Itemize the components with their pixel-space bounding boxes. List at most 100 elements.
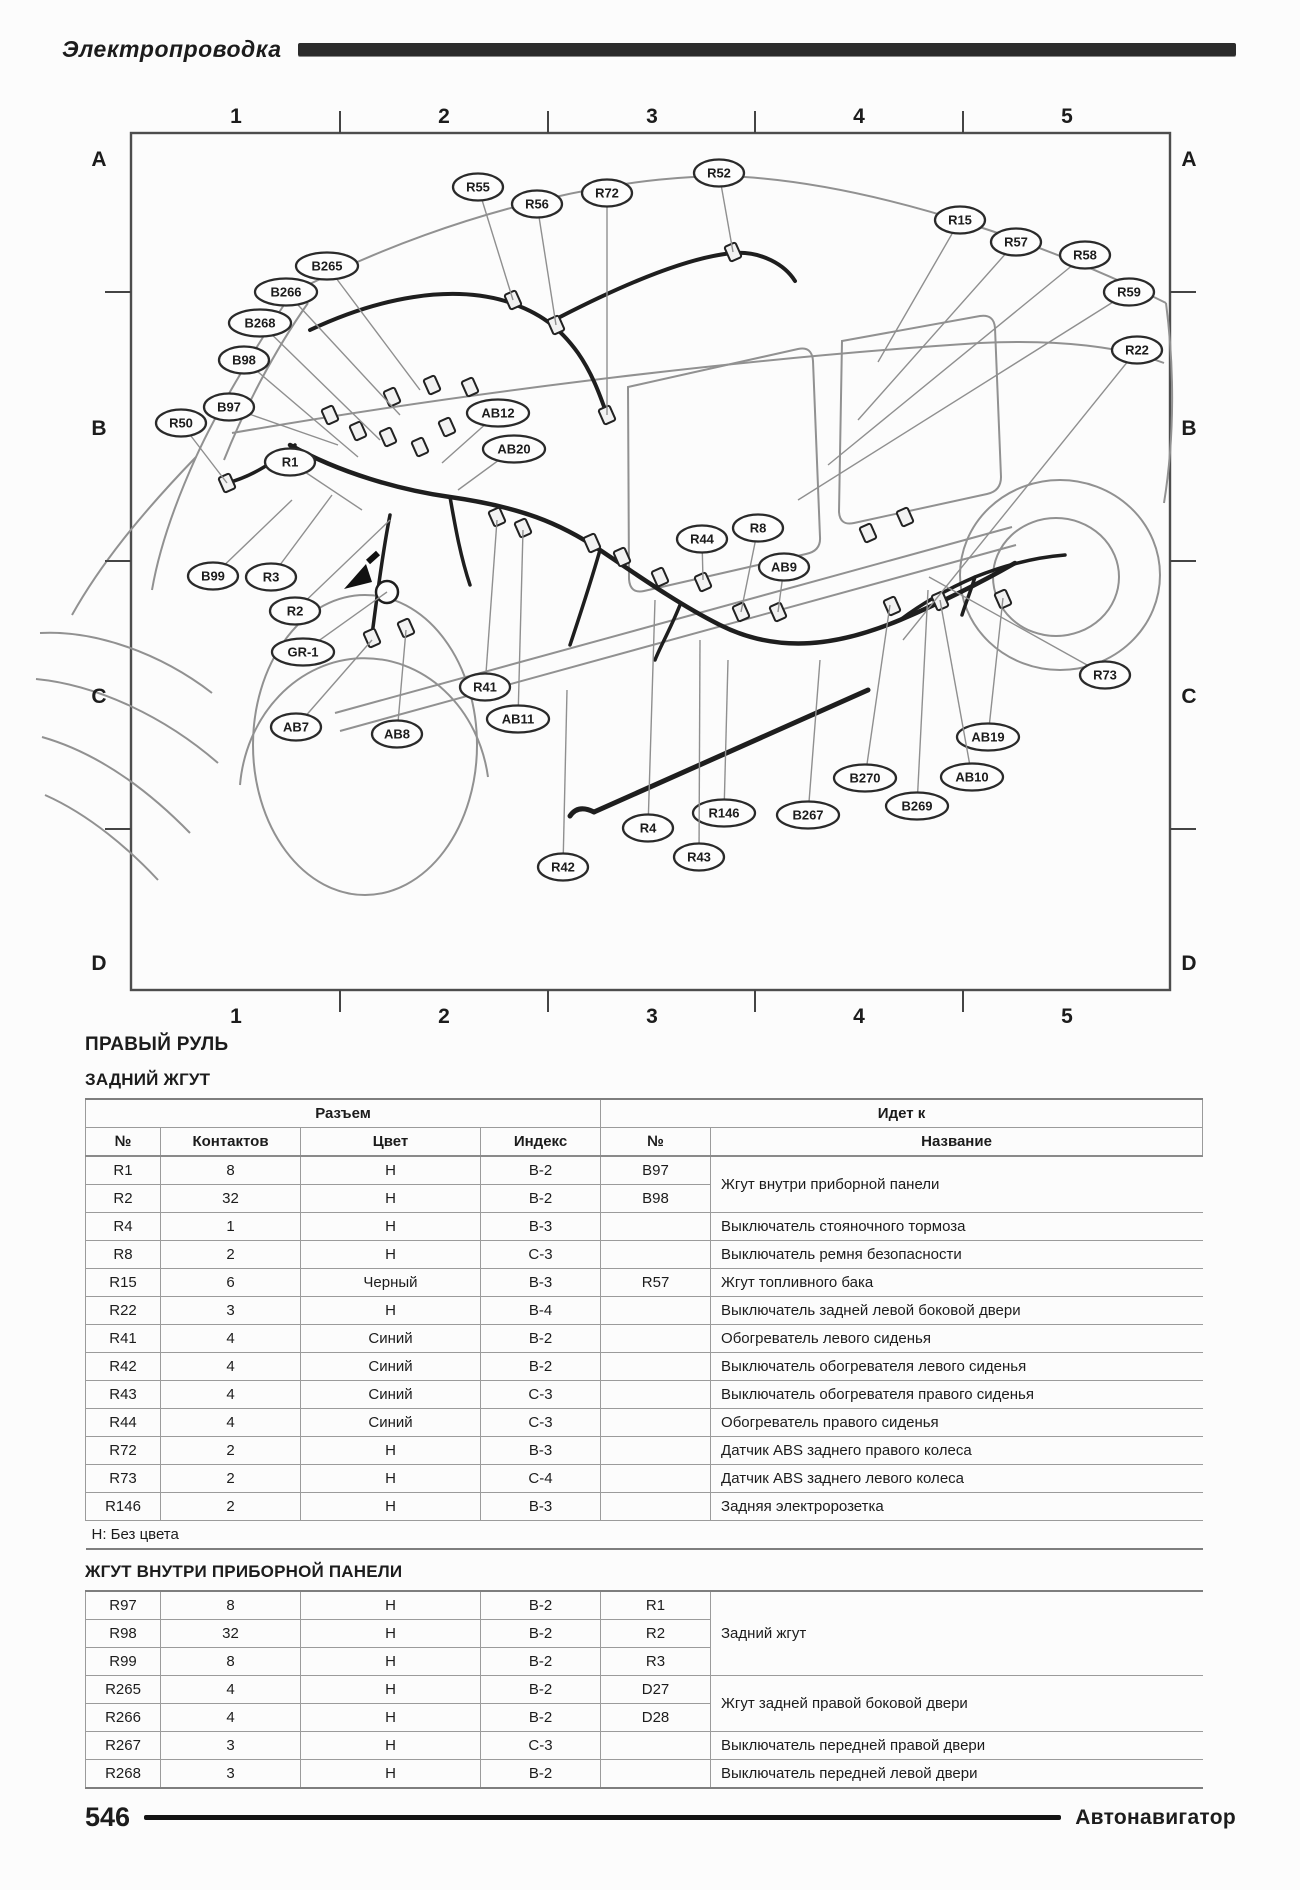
cell-color: Черный (300, 1268, 481, 1297)
connector-glyph (582, 532, 602, 554)
ruler-number-bottom: 4 (853, 1005, 865, 1028)
cell-pins: 32 (160, 1184, 301, 1213)
cell-goes-no (600, 1464, 712, 1493)
page-number: 546 (85, 1802, 131, 1832)
svg-text:R58: R58 (1073, 248, 1097, 263)
connector-label-R146: R146 (691, 659, 757, 828)
connector-glyph (612, 546, 632, 568)
cell-goes-name: Выключатель обогревателя левого сиденья (710, 1352, 1203, 1381)
cell-goes-name: Жгут топливного бака (710, 1268, 1203, 1297)
ruler-number-top: 2 (438, 105, 450, 128)
svg-text:AB8: AB8 (384, 727, 410, 742)
cell-no: R72 (85, 1436, 161, 1465)
connector-glyph (410, 436, 430, 458)
svg-text:B99: B99 (201, 569, 225, 584)
svg-text:AB11: AB11 (502, 712, 535, 727)
svg-text:R73: R73 (1093, 668, 1117, 683)
cell-index: В-3 (480, 1268, 602, 1297)
svg-text:B265: B265 (311, 259, 342, 274)
connector-label-B269: B269 (884, 589, 950, 821)
cell-pins: 4 (160, 1380, 301, 1409)
cell-pins: 2 (160, 1492, 301, 1521)
header-group-goes-to: Идет к (600, 1099, 1204, 1128)
section-title: ПРАВЫЙ РУЛЬ (85, 1034, 229, 1055)
cell-no: R41 (85, 1324, 161, 1353)
svg-text:B266: B266 (270, 285, 301, 300)
connector-glyph (396, 617, 416, 639)
cell-index: В-2 (480, 1619, 601, 1648)
cell-goes-no (600, 1408, 712, 1437)
ruler-number-top: 1 (230, 105, 242, 128)
connector-glyph (487, 506, 507, 528)
connector-label-B98: B98 (217, 345, 359, 458)
cell-no: R4 (85, 1212, 161, 1241)
connector-glyph (650, 566, 670, 588)
cell-color: Н (300, 1436, 481, 1465)
column-header: № (600, 1127, 712, 1157)
connector-label-R41: R41 (458, 519, 512, 702)
cell-goes-no (600, 1296, 712, 1325)
cell-index: В-2 (480, 1647, 601, 1676)
ruler-number-bottom: 2 (438, 1005, 450, 1028)
cell-goes-no: R2 (600, 1619, 711, 1648)
svg-text:B267: B267 (792, 808, 823, 823)
cell-no: R8 (85, 1240, 161, 1269)
connector-glyph (895, 506, 915, 528)
cell-index: В-3 (480, 1436, 602, 1465)
cell-color: Н (300, 1212, 481, 1241)
cell-no: R15 (85, 1268, 161, 1297)
connector-label-R55: R55 (451, 172, 514, 301)
connector-label-B270: B270 (832, 604, 898, 793)
cell-no: R98 (85, 1619, 161, 1648)
connector-label-R44: R44 (675, 524, 729, 581)
cell-pins: 3 (160, 1296, 301, 1325)
connector-label-B268: B268 (227, 308, 381, 441)
cell-goes-no (600, 1492, 712, 1521)
cell-goes-no (600, 1759, 711, 1789)
column-header: Индекс (480, 1127, 602, 1157)
cell-index: В-3 (480, 1492, 602, 1521)
cell-no: R99 (85, 1647, 161, 1676)
direction-arrow-icon (344, 550, 381, 589)
cell-goes-name: Выключатель передней правой двери (710, 1731, 1203, 1760)
connector-label-R59: R59 (797, 277, 1156, 501)
cell-goes-no: R57 (600, 1268, 712, 1297)
connector-glyph (422, 374, 442, 396)
cell-goes-no: D27 (600, 1675, 711, 1704)
svg-text:B270: B270 (849, 771, 880, 786)
wiring-harness (225, 250, 1067, 819)
cell-goes-name: Жгут задней правой боковой двери (710, 1675, 1203, 1732)
cell-goes-name: Задний жгут (710, 1591, 1203, 1676)
cell-pins: 4 (160, 1703, 301, 1732)
ruler-number-top: 3 (646, 105, 658, 128)
connector-label-R73: R73 (928, 576, 1132, 690)
connector-glyph (882, 595, 902, 617)
cell-pins: 3 (160, 1731, 301, 1760)
cell-goes-no (600, 1352, 712, 1381)
connector-label-AB7: AB7 (269, 639, 373, 742)
column-header: Цвет (300, 1127, 481, 1157)
cell-pins: 4 (160, 1324, 301, 1353)
cell-pins: 2 (160, 1436, 301, 1465)
cell-pins: 8 (160, 1156, 301, 1185)
connector-label-AB8: AB8 (370, 629, 424, 749)
svg-text:AB9: AB9 (771, 560, 797, 575)
svg-text:R2: R2 (287, 604, 304, 619)
row-letter-left: C (91, 685, 106, 708)
cell-goes-no (600, 1212, 712, 1241)
cell-index: С-3 (480, 1380, 602, 1409)
table-title: ЖГУТ ВНУТРИ ПРИБОРНОЙ ПАНЕЛИ (85, 1562, 403, 1581)
